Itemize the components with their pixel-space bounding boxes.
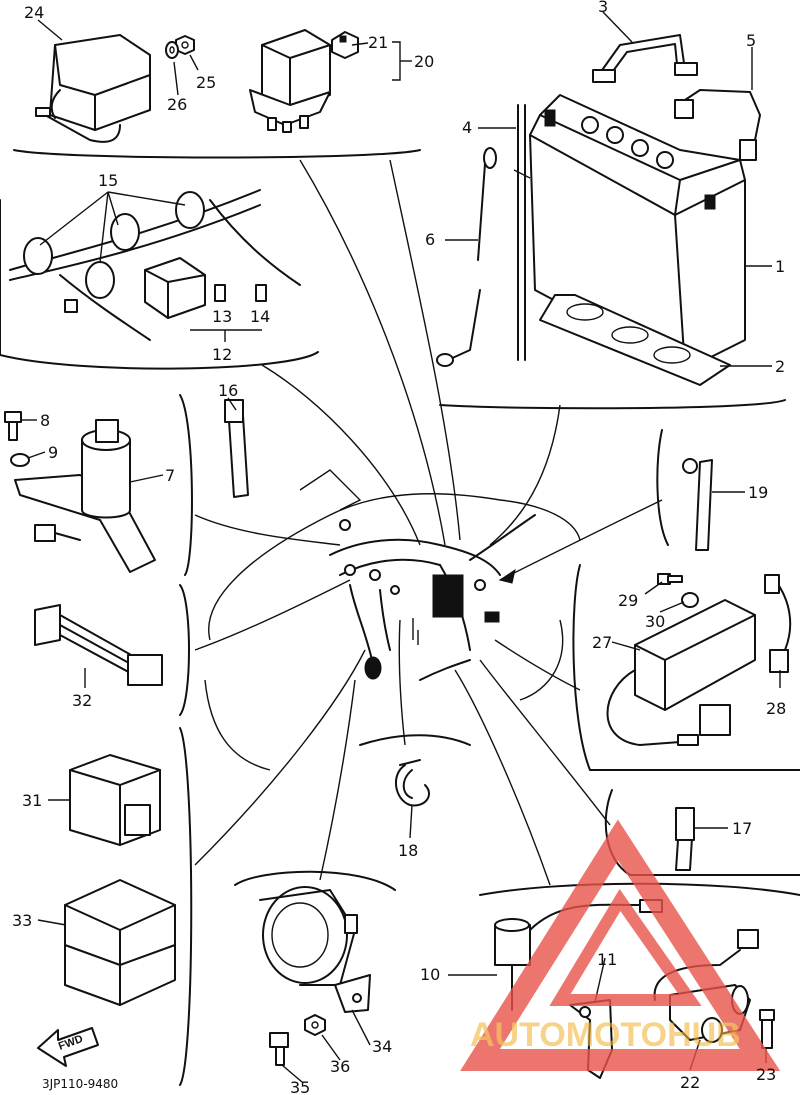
label-28: 28 — [766, 699, 786, 718]
forward-arrow — [37, 1027, 99, 1067]
part-31-relay — [69, 754, 161, 846]
part-6-battery-cable — [436, 147, 497, 367]
label-27: 27 — [592, 633, 612, 652]
part-7-main-switch — [14, 419, 156, 573]
watermark-logo: AUTOMOTOHUB — [460, 819, 781, 1071]
label-35: 35 — [290, 1078, 310, 1095]
label-5: 5 — [746, 31, 756, 50]
part-5-battery-lead — [674, 89, 761, 161]
part-32-lead-wire — [34, 604, 163, 686]
label-30: 30 — [645, 612, 665, 631]
label-15: 15 — [98, 171, 118, 190]
label-21: 21 — [368, 33, 388, 52]
label-12: 12 — [212, 345, 232, 364]
part-2-battery-tray — [539, 294, 731, 386]
part-8-screw — [4, 411, 22, 441]
label-17: 17 — [732, 819, 752, 838]
label-23: 23 — [756, 1065, 776, 1084]
label-11: 11 — [597, 950, 617, 969]
part-27-igniter-unit — [606, 599, 756, 746]
label-32: 32 — [72, 691, 92, 710]
label-29: 29 — [618, 591, 638, 610]
part-36-nut — [304, 1014, 326, 1036]
label-2: 2 — [775, 357, 785, 376]
part-17-cable-tie — [675, 807, 695, 871]
diagram-code: 3JP110-9480 — [42, 1077, 118, 1091]
label-24: 24 — [24, 3, 44, 22]
part-35-bolt — [269, 1032, 289, 1066]
part-23-screw — [759, 1009, 775, 1049]
part-33-flasher-relay — [64, 879, 176, 1006]
part-25-nut — [175, 35, 195, 55]
part-14-spare-fuse — [255, 284, 267, 302]
part-29-bolt — [657, 573, 683, 585]
part-9-washer — [10, 453, 30, 467]
label-20: 20 — [414, 52, 434, 71]
part-26-washer — [165, 41, 179, 59]
label-19: 19 — [748, 483, 768, 502]
label-8: 8 — [40, 411, 50, 430]
part-18-wire-clamp — [395, 759, 430, 807]
label-7: 7 — [165, 466, 175, 485]
label-brackets-12-13-14 — [190, 329, 262, 342]
watermark-text: AUTOMOTOHUB — [470, 1016, 741, 1054]
label-36: 36 — [330, 1057, 350, 1076]
label-9: 9 — [48, 443, 58, 462]
label-25: 25 — [196, 73, 216, 92]
label-1: 1 — [775, 257, 785, 276]
part-19-cable-tie — [682, 458, 713, 551]
callout-leaders — [22, 11, 781, 1083]
label-13: 13 — [212, 307, 232, 326]
part-4-breather-pipe — [513, 104, 531, 361]
label-22: 22 — [680, 1073, 700, 1092]
label-3: 3 — [598, 0, 608, 16]
label-10: 10 — [420, 965, 440, 984]
part-28-lead-wire — [764, 574, 792, 673]
part-30-washer — [681, 592, 699, 608]
label-18: 18 — [398, 841, 418, 860]
label-34: 34 — [372, 1037, 392, 1056]
part-3-battery-band — [592, 34, 698, 83]
part-20-starter-relay — [249, 29, 331, 133]
label-14: 14 — [250, 307, 270, 326]
label-33: 33 — [12, 911, 32, 930]
label-16: 16 — [218, 381, 238, 400]
label-26: 26 — [167, 95, 187, 114]
part-34-horn — [259, 886, 371, 1013]
label-6: 6 — [425, 230, 435, 249]
label-4: 4 — [462, 118, 472, 137]
part-24-ignition-coil — [35, 34, 151, 143]
part-13-fuse — [214, 284, 226, 302]
part-number-labels: 1 2 3 4 5 6 7 8 9 10 11 12 13 14 15 16 1… — [12, 0, 786, 1095]
part-12-fuse-box — [144, 257, 206, 319]
part-16-cable-tie — [224, 399, 249, 498]
part-21-fuse — [331, 31, 359, 59]
label-31: 31 — [22, 791, 42, 810]
frame-wiring-harness — [204, 469, 581, 771]
